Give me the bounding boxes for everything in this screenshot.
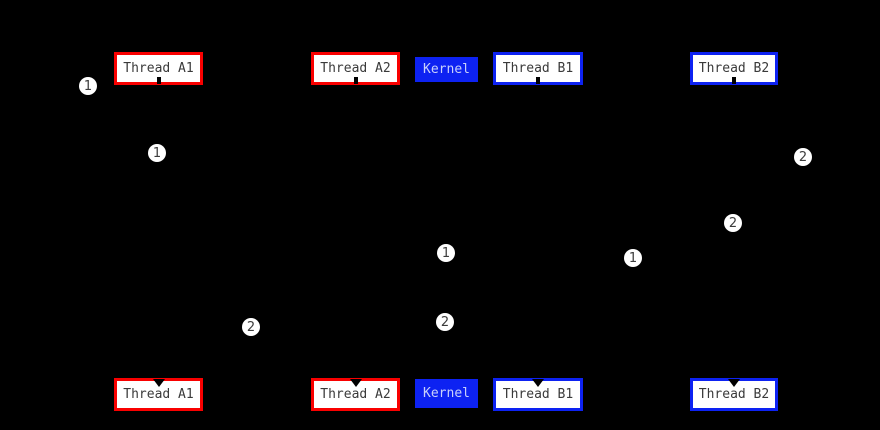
lifeline-tick: [156, 77, 161, 84]
marker-number: 2: [440, 314, 450, 330]
entity-box-kernel-bottom: Kernel: [415, 379, 478, 408]
entity-label: Thread A2: [320, 387, 391, 402]
entity-label: Thread B2: [698, 61, 770, 76]
lifeline-tick: [732, 77, 736, 84]
sequence-step-marker: 2: [242, 318, 260, 336]
entity-box-thread-a1-bottom: Thread A1: [114, 378, 203, 411]
entity-label: Thread B1: [502, 61, 574, 76]
sequence-step-marker: 1: [79, 77, 97, 95]
sequence-step-marker: 2: [436, 313, 454, 331]
lifeline-arrowhead-icon: [532, 379, 544, 387]
marker-number: 1: [83, 78, 93, 94]
sequence-step-marker: 1: [148, 144, 166, 162]
marker-number: 2: [246, 319, 256, 335]
lifeline-arrowhead-icon: [152, 379, 165, 387]
entity-label: Thread B1: [502, 387, 574, 402]
sequence-step-marker: 1: [624, 249, 642, 267]
entity-box-thread-a2-top: Thread A2: [311, 52, 400, 85]
entity-label: Thread B2: [698, 387, 770, 402]
marker-number: 1: [628, 250, 638, 266]
entity-label: Kernel: [423, 386, 470, 401]
lifeline-tick: [353, 77, 358, 84]
entity-label: Thread A1: [123, 61, 194, 76]
marker-number: 1: [441, 245, 451, 261]
entity-box-thread-a2-bottom: Thread A2: [311, 378, 400, 411]
entity-box-thread-b2-top: Thread B2: [690, 52, 778, 85]
entity-label: Thread A2: [320, 61, 391, 76]
entity-box-thread-b1-top: Thread B1: [493, 52, 583, 85]
lifeline-tick: [536, 77, 540, 84]
entity-label: Thread A1: [123, 387, 194, 402]
marker-number: 1: [152, 145, 162, 161]
lifeline-arrowhead-icon: [349, 379, 362, 387]
entity-label: Kernel: [423, 62, 470, 77]
marker-number: 2: [798, 149, 808, 165]
entity-box-kernel-top: Kernel: [415, 57, 478, 82]
sequence-step-marker: 1: [437, 244, 455, 262]
entity-box-thread-b2-bottom: Thread B2: [690, 378, 778, 411]
sequence-step-marker: 2: [794, 148, 812, 166]
lifeline-arrowhead-icon: [728, 379, 740, 387]
entity-box-thread-b1-bottom: Thread B1: [493, 378, 583, 411]
entity-box-thread-a1-top: Thread A1: [114, 52, 203, 85]
marker-number: 2: [728, 215, 738, 231]
sequence-step-marker: 2: [724, 214, 742, 232]
